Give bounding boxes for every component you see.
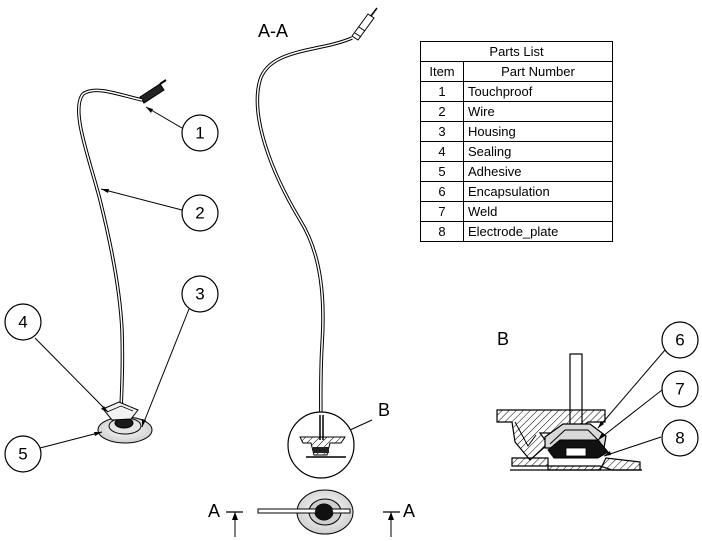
detail-electrode-plate <box>511 457 641 471</box>
item-number: 5 <box>420 161 464 182</box>
part-name: Housing <box>463 121 613 142</box>
balloon-5: 5 <box>4 435 42 473</box>
part-name: Adhesive <box>463 161 613 182</box>
svg-text:2: 2 <box>195 204 204 223</box>
balloon-8: 8 <box>661 419 699 457</box>
part-name: Wire <box>463 101 613 122</box>
svg-text:7: 7 <box>675 380 684 399</box>
item-number: 7 <box>420 201 464 222</box>
section-view-label: A-A <box>258 21 288 41</box>
parts-list-title: Parts List <box>420 41 613 62</box>
detail-view: B <box>496 329 642 471</box>
touchproof-connector <box>139 79 167 104</box>
section-touchproof <box>351 7 378 41</box>
header-part-number: Part Number <box>463 61 613 82</box>
section-mark-left-label: A <box>208 501 220 521</box>
detail-view-label: B <box>497 329 509 349</box>
section-wire <box>255 36 353 433</box>
item-number: 6 <box>420 181 464 202</box>
svg-text:6: 6 <box>675 331 684 350</box>
item-number: 4 <box>420 141 464 162</box>
detail-callout-label: B <box>378 400 390 420</box>
part-name: Weld <box>463 201 613 222</box>
item-number: 1 <box>420 81 464 102</box>
section-mark-right: A <box>383 501 415 537</box>
part-name: Sealing <box>463 141 613 162</box>
part-name: Touchproof <box>463 81 613 102</box>
detail-callout-circle <box>287 411 355 479</box>
leader-lines <box>34 106 666 457</box>
balloon-3: 3 <box>181 275 219 313</box>
part-name: Encapsulation <box>463 181 613 202</box>
detail-callout-leader <box>349 419 373 431</box>
isometric-electrode-pad <box>97 401 153 444</box>
balloon-4: 4 <box>4 303 42 341</box>
balloon-2: 2 <box>181 194 219 232</box>
isometric-wire <box>77 88 143 411</box>
top-view <box>257 489 354 535</box>
item-number: 2 <box>420 101 464 122</box>
isometric-view <box>77 79 167 444</box>
balloon-7: 7 <box>661 370 699 408</box>
balloon-6: 6 <box>661 321 699 359</box>
part-name: Electrode_plate <box>463 221 613 242</box>
section-mark-right-label: A <box>403 501 415 521</box>
svg-text:1: 1 <box>195 124 204 143</box>
svg-text:5: 5 <box>18 445 27 464</box>
svg-text:3: 3 <box>195 285 204 304</box>
balloon-1: 1 <box>181 114 219 152</box>
section-view: A-A B <box>255 7 390 479</box>
header-item: Item <box>420 61 464 82</box>
svg-text:8: 8 <box>675 429 684 448</box>
item-number: 8 <box>420 221 464 242</box>
item-number: 3 <box>420 121 464 142</box>
svg-text:4: 4 <box>18 313 27 332</box>
section-mark-left: A <box>208 501 243 537</box>
